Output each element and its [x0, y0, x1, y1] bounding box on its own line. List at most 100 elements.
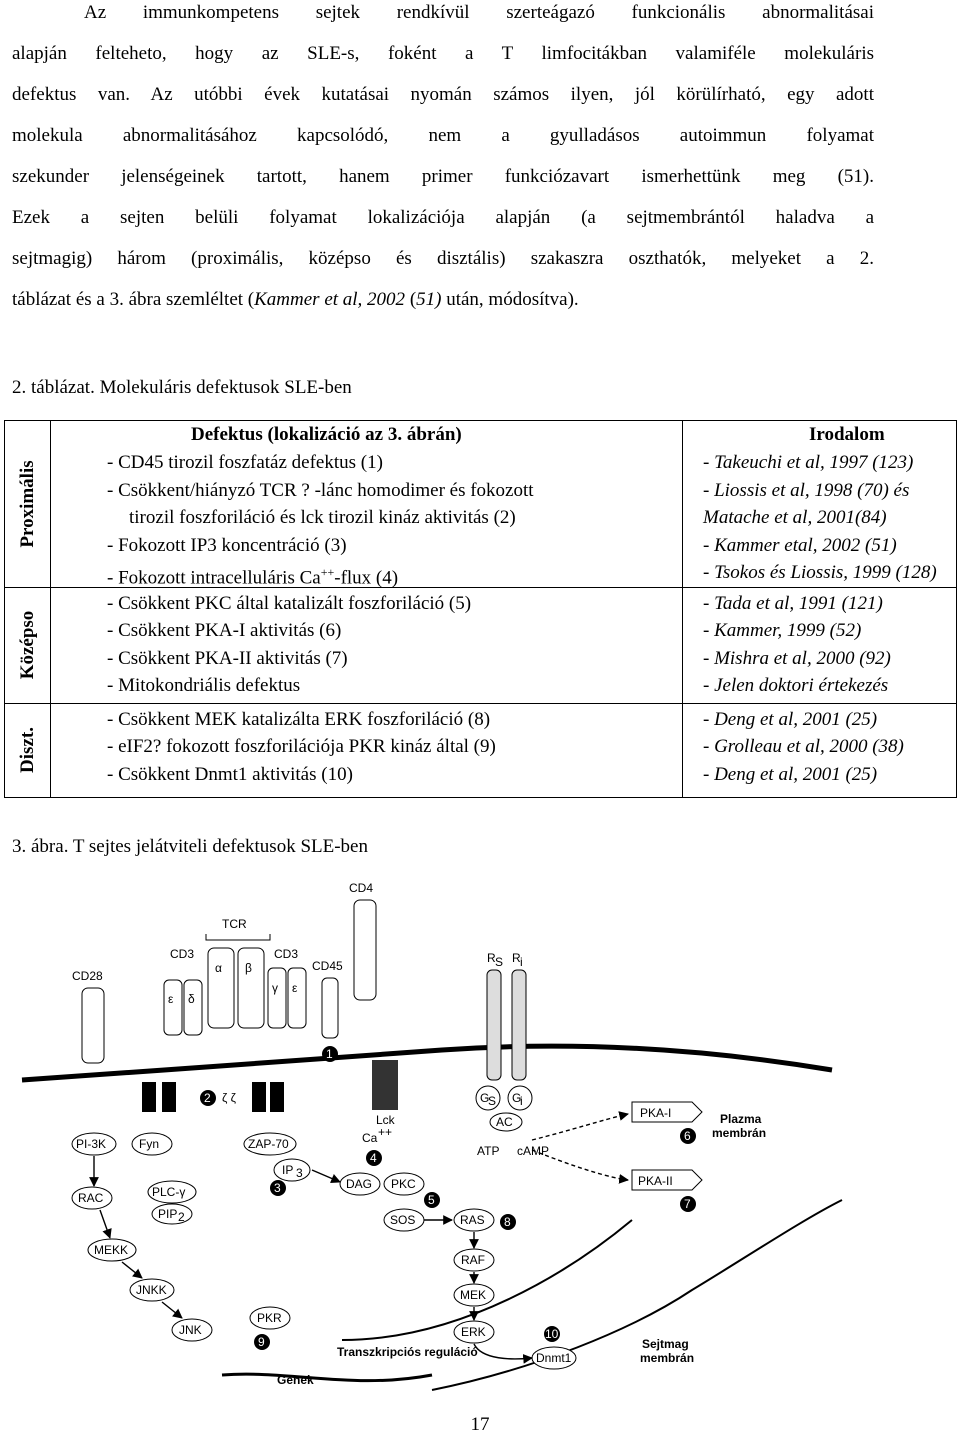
refs-cell: Irodalom - Takeuchi et al, 1997 (123) - …: [682, 420, 957, 588]
defect-item: - Csökkent MEK katalizálta ERK foszforil…: [107, 708, 491, 730]
ref-item: - Jelen doktori értekezés: [703, 675, 889, 696]
marker-5: 5: [428, 1193, 435, 1207]
paragraph-line: defektus van. Az utóbbi évek kutatásai n…: [12, 84, 874, 105]
ref-item: - Mishra et al, 2000 (92): [703, 647, 891, 669]
zeta-label: ζ ζ: [222, 1091, 237, 1105]
defect-item: - Mitokondriális defektus: [107, 675, 301, 696]
pip2-sub: 2: [178, 1210, 185, 1224]
pkr-label: PKR: [257, 1311, 282, 1325]
mek-label: MEK: [460, 1288, 486, 1302]
dag-label: DAG: [346, 1177, 372, 1191]
section-label-middle: Középso: [4, 586, 51, 704]
cd28-label: CD28: [72, 969, 103, 983]
page-number: 17: [470, 1414, 490, 1435]
defect-item: - eIF2? fokozott foszforilációja PKR kin…: [107, 736, 496, 757]
pi3k-label: PI-3K: [76, 1137, 106, 1151]
refs-cell: - Tada et al, 1991 (121) - Kammer, 1999 …: [682, 586, 957, 704]
marker-2: 2: [204, 1091, 211, 1105]
gs-sub: S: [488, 1094, 496, 1108]
ref-item: - Deng et al, 2001 (25): [703, 708, 878, 730]
defect-item: - CD45 tirozil foszfatáz defektus (1): [107, 452, 383, 473]
pka2-label: PKA-II: [638, 1174, 673, 1188]
ca-sup: ++: [378, 1125, 392, 1139]
header-ref: Irodalom: [809, 424, 885, 445]
pkc-label: PKC: [391, 1177, 416, 1191]
marker-4: 4: [370, 1151, 377, 1165]
plasma-membrane-line: [21, 1043, 833, 1083]
ref-item: - Kammer, 1999 (52): [703, 620, 862, 641]
paragraph-line: alapján felteheto, hogy az SLE-s, foként…: [12, 43, 874, 64]
epsilon-label: ε: [168, 992, 174, 1006]
fyn-label: Fyn: [139, 1137, 159, 1151]
jnk-label: JNK: [179, 1323, 202, 1337]
defects-table: Proximális Defektus (lokalizáció az 3. á…: [4, 420, 957, 798]
defect-item: - Csökkent PKC által katalizált foszfori…: [107, 592, 472, 614]
ref-item: - Tsokos és Liossis, 1999 (128): [703, 562, 937, 583]
ref-item: - Deng et al, 2001 (25): [703, 763, 878, 785]
rs-label: R: [487, 951, 496, 965]
figure-caption: 3. ábra. T sejtes jelátviteli defektusok…: [12, 836, 368, 857]
cd3-right-label: CD3: [274, 947, 298, 961]
ref-item: - Takeuchi et al, 1997 (123): [703, 452, 914, 473]
plcg-label: PLC-γ: [152, 1185, 185, 1199]
ri-sub: i: [520, 955, 523, 969]
pka1-label: PKA-I: [640, 1106, 671, 1120]
section-label-distal: Diszt.: [4, 702, 51, 798]
rac-label: RAC: [78, 1191, 104, 1205]
marker-3: 3: [274, 1181, 281, 1195]
gi-label: G: [512, 1091, 521, 1105]
epsilon-label-2: ε: [292, 981, 298, 995]
alpha-label: α: [215, 961, 222, 975]
paragraph-line: sejtmagig) három (proximális, középso és…: [12, 248, 874, 269]
ref-item: - Liossis et al, 1998 (70) és: [703, 479, 910, 501]
mekk-label: MEKK: [94, 1243, 128, 1257]
jnkk-label: JNKK: [136, 1283, 167, 1297]
raf-label: RAF: [461, 1253, 485, 1267]
beta-label: β: [245, 961, 252, 975]
membrane-label: Plazma: [720, 1112, 762, 1126]
paragraph-line: Az immunkompetens sejtek rendkívül szert…: [84, 2, 874, 23]
membrane-label-2: membrán: [712, 1126, 766, 1140]
table-caption: 2. táblázat. Molekuláris defektusok SLE-…: [12, 377, 352, 398]
paragraph-line: molekula abnormalitásához kapcsolódó, ne…: [12, 125, 874, 146]
defects-cell: Defektus (lokalizáció az 3. ábrán) - CD4…: [50, 420, 683, 589]
defect-item: - Fokozott IP3 koncentráció (3): [107, 534, 347, 556]
ref-item: - Tada et al, 1991 (121): [703, 592, 883, 614]
marker-1: 1: [326, 1047, 333, 1061]
section-label-proximal: Proximális: [4, 420, 51, 588]
paragraph-line: Ezek a sejten belüli folyamat lokalizáci…: [12, 207, 874, 228]
ip3-label: IP: [282, 1163, 293, 1177]
refs-cell: - Deng et al, 2001 (25) - Grolleau et al…: [682, 702, 957, 798]
defect-item: - Csökkent PKA-II aktivitás (7): [107, 647, 348, 669]
tcr-alpha-chain: [207, 947, 235, 1029]
defect-item: - Csökkent Dnmt1 aktivitás (10): [107, 763, 353, 785]
dnmt1-label: Dnmt1: [536, 1351, 572, 1365]
marker-6: 6: [684, 1129, 691, 1143]
ip3-sub: 3: [296, 1166, 303, 1180]
lck-label: Lck: [376, 1113, 396, 1127]
header-defect: Defektus (lokalizáció az 3. ábrán): [191, 424, 462, 445]
defect-item: - Fokozott intracelluláris Ca++-flux (4): [107, 565, 399, 589]
atp-label: ATP: [477, 1144, 499, 1158]
defects-cell: - Csökkent PKC által katalizált foszfori…: [50, 586, 683, 704]
ref-item: - Kammer etal, 2002 (51): [703, 534, 897, 556]
zap70-label: ZAP-70: [248, 1137, 289, 1151]
ref-item: Matache et al, 2001(84): [703, 507, 887, 528]
cd45-label: CD45: [312, 959, 343, 973]
marker-9: 9: [258, 1335, 265, 1349]
marker-10: 10: [545, 1327, 559, 1341]
rs-sub: S: [495, 955, 503, 969]
signaling-diagram: CD4 TCR α β CD3 ε δ CD3 γ ε CD45 CD28 ζ …: [21, 881, 843, 1391]
defect-item: - Csökkent/hiányzó TCR ? -lánc homodimer…: [107, 479, 534, 501]
ras-label: RAS: [460, 1213, 485, 1227]
nucmem-label-2: membrán: [640, 1351, 694, 1365]
tcr-label: TCR: [222, 917, 247, 931]
transcr-label: Transzkripciós reguláció: [337, 1345, 478, 1359]
defect-item: tirozil foszforiláció és lck tirozil kin…: [129, 507, 516, 528]
delta-label: δ: [188, 992, 195, 1006]
pip2-label: PIP: [158, 1207, 177, 1221]
cd3-left-label: CD3: [170, 947, 194, 961]
gi-sub: i: [520, 1094, 523, 1108]
sos-label: SOS: [390, 1213, 415, 1227]
nuclear-membrane-line: [431, 1199, 843, 1391]
